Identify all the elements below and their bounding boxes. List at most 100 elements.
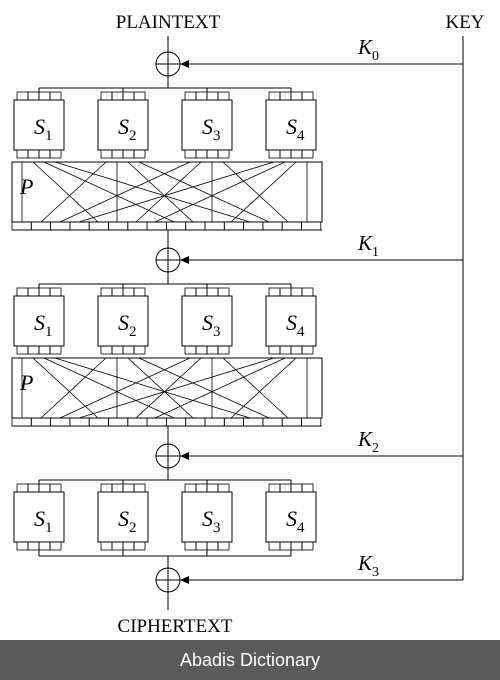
bit-cell [27,91,40,101]
bit-cell [290,541,303,551]
plaintext-label: PLAINTEXT [116,12,221,33]
pbox-label: P [19,174,33,199]
bit-cell [49,541,62,551]
ciphertext-label: CIPHERTEXT [118,616,233,637]
bit-cell [206,541,219,551]
permutation-wire [138,357,270,419]
sbox-label: S4 [286,114,305,144]
bit-cell [301,417,322,427]
bit-cell [301,345,314,355]
bit-cell [111,483,124,493]
permutation-wire [222,161,289,223]
bit-cell [223,221,245,231]
bit-cell [50,221,71,231]
bit-cell [100,149,113,159]
sbox-label: S3 [202,114,221,144]
bit-cell [165,221,187,231]
bit-cell [262,221,283,231]
bit-cell [195,149,208,159]
bit-cell [290,91,303,101]
permutation-wire [135,357,202,419]
sbox-label: S1 [34,114,53,144]
sbox-label: S3 [202,506,221,536]
bit-cell [223,417,245,427]
bit-cell [206,91,219,101]
footer-bar: Abadis Dictionary [0,640,500,680]
bit-cell [195,541,208,551]
permutation-wire [222,357,289,419]
bit-cell [268,483,281,493]
key-label: KEY [445,12,484,33]
permutation-wire [59,357,191,419]
bit-cell [27,149,40,159]
round-key-label: K2 [357,427,379,456]
bit-cell [127,221,148,231]
bit-cell [195,483,208,493]
bit-cell [217,345,230,355]
bit-cell [16,345,29,355]
bit-cell [27,541,40,551]
bit-cell [243,221,264,231]
bit-cell [49,91,62,101]
bit-cell [27,483,40,493]
bit-cell [185,417,206,427]
bit-cell [301,541,314,551]
permutation-wire [154,161,286,223]
bit-cell [301,221,322,231]
bit-cell [133,483,146,493]
bit-cell [217,287,230,297]
bit-cell [49,149,62,159]
bit-cell [184,91,197,101]
bit-cell [108,221,129,231]
sbox-label: S2 [118,310,137,340]
arrow-head [180,452,189,460]
round-key-label: K1 [357,231,379,260]
bit-cell [49,345,62,355]
permutation-wire [43,161,175,223]
bit-cell [301,287,314,297]
bit-cell [184,287,197,297]
bit-cell [38,287,51,297]
bit-cell [38,541,51,551]
bit-cell [206,149,219,159]
bit-cell [165,417,187,427]
arrow-head [180,576,189,584]
permutation-wire [59,161,191,223]
bit-cell [184,345,197,355]
bit-cell [11,221,32,231]
bit-cell [133,541,146,551]
bit-cell [111,287,124,297]
bit-cell [50,417,71,427]
bit-cell [69,417,90,427]
sbox-label: S3 [202,310,221,340]
bit-cell [122,287,135,297]
bit-cell [206,345,219,355]
bit-cell [268,149,281,159]
bit-cell [111,345,124,355]
bit-cell [279,345,292,355]
bit-cell [301,149,314,159]
permutation-wire [43,357,175,419]
bit-cell [290,345,303,355]
bit-cell [122,91,135,101]
bit-cell [38,149,51,159]
bit-cell [133,149,146,159]
permutation-wire [32,357,99,419]
bit-cell [122,345,135,355]
bit-cell [279,287,292,297]
bit-cell [281,417,302,427]
bit-cell [268,541,281,551]
bit-cell [16,541,29,551]
bit-cell [11,417,32,427]
sbox-label: S4 [286,506,305,536]
bit-cell [49,287,62,297]
bit-cell [290,149,303,159]
bit-cell [111,149,124,159]
bit-cell [184,483,197,493]
bit-cell [262,417,283,427]
bit-cell [206,483,219,493]
bit-cell [30,417,51,427]
pbox-label: P [19,370,33,395]
pbox [11,357,323,419]
